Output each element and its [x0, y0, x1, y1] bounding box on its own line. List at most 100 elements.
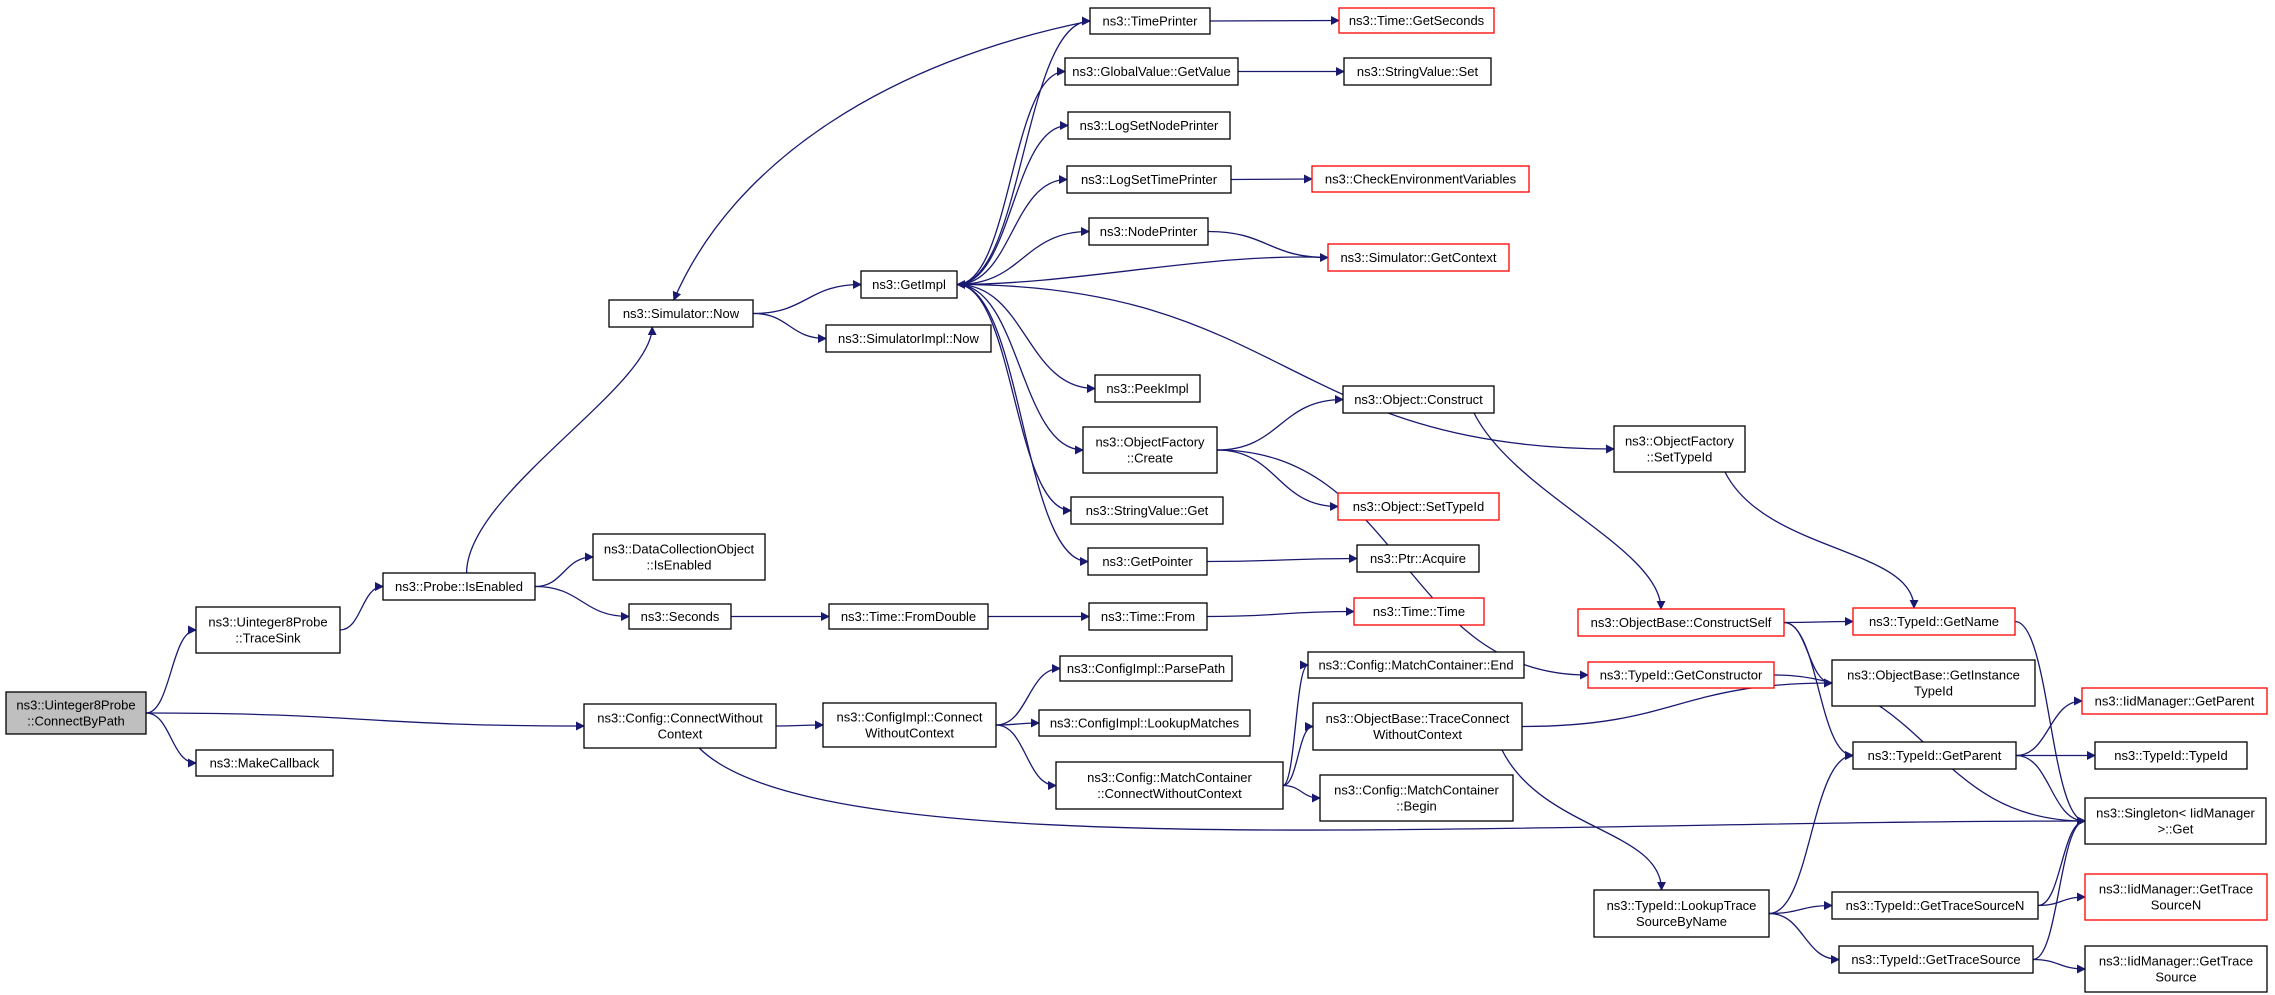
graph-node-obj-construct[interactable]: ns3::Object::Construct	[1342, 385, 1495, 414]
graph-node-node-printer[interactable]: ns3::NodePrinter	[1088, 217, 1209, 246]
node-box[interactable]	[628, 603, 732, 630]
node-box[interactable]	[1082, 426, 1218, 474]
node-box[interactable]	[195, 749, 334, 777]
graph-node-time-printer[interactable]: ns3::TimePrinter	[1089, 7, 1211, 35]
node-box[interactable]	[1089, 7, 1211, 35]
graph-node-ob-trace-connect-w-c[interactable]: ns3::ObjectBase::TraceConnectWithoutCont…	[1312, 702, 1523, 751]
graph-node-sv-set[interactable]: ns3::StringValue::Set	[1343, 57, 1492, 86]
graph-node-config-connect-w-c[interactable]: ns3::Config::ConnectWithoutContext	[583, 703, 777, 749]
node-box[interactable]	[1587, 661, 1775, 689]
node-box[interactable]	[2081, 687, 2268, 715]
graph-node-gv-get-value[interactable]: ns3::GlobalValue::GetValue	[1064, 57, 1239, 86]
node-box[interactable]	[1613, 425, 1746, 473]
graph-node-trace-sink[interactable]: ns3::Uinteger8Probe::TraceSink	[195, 606, 341, 654]
graph-node-peek-impl[interactable]: ns3::PeekImpl	[1094, 374, 1201, 403]
node-box[interactable]	[1307, 651, 1525, 679]
graph-node-ob-construct-self[interactable]: ns3::ObjectBase::ConstructSelf	[1577, 608, 1785, 637]
node-box[interactable]	[1059, 655, 1233, 682]
node-box[interactable]	[1327, 243, 1510, 272]
node-box[interactable]	[1055, 761, 1284, 810]
graph-node-make-callback[interactable]: ns3::MakeCallback	[195, 749, 334, 777]
node-box[interactable]	[1343, 57, 1492, 86]
node-box[interactable]	[1087, 547, 1208, 576]
node-box[interactable]	[828, 603, 989, 630]
graph-node-time-time[interactable]: ns3::Time::Time	[1353, 597, 1485, 626]
graph-node-time-get-seconds[interactable]: ns3::Time::GetSeconds	[1338, 7, 1495, 34]
graph-node-type-id-get-name[interactable]: ns3::TypeId::GetName	[1852, 607, 2016, 636]
node-box[interactable]	[1070, 496, 1224, 525]
graph-node-type-id-get-parent[interactable]: ns3::TypeId::GetParent	[1852, 741, 2017, 770]
node-box[interactable]	[195, 606, 341, 654]
node-box[interactable]	[860, 270, 958, 299]
node-box[interactable]	[1066, 165, 1232, 194]
node-box[interactable]	[1038, 709, 1251, 737]
graph-node-get-pointer[interactable]: ns3::GetPointer	[1087, 547, 1208, 576]
node-box[interactable]	[1831, 659, 2036, 707]
node-box[interactable]	[2084, 797, 2267, 845]
node-box[interactable]	[1337, 492, 1500, 521]
node-box[interactable]	[1852, 607, 2016, 636]
node-box[interactable]	[1067, 111, 1231, 140]
graph-node-time-from[interactable]: ns3::Time::From	[1088, 602, 1208, 631]
graph-node-ptr-acquire[interactable]: ns3::Ptr::Acquire	[1356, 544, 1480, 573]
node-box[interactable]	[2084, 945, 2268, 993]
node-box[interactable]	[822, 702, 997, 748]
node-box[interactable]	[2084, 873, 2268, 921]
graph-node-time-from-double[interactable]: ns3::Time::FromDouble	[828, 603, 989, 630]
graph-node-lookup-matches[interactable]: ns3::ConfigImpl::LookupMatches	[1038, 709, 1251, 737]
node-box[interactable]	[583, 703, 777, 749]
node-box[interactable]	[1342, 385, 1495, 414]
graph-node-log-set-time-printer[interactable]: ns3::LogSetTimePrinter	[1066, 165, 1232, 194]
graph-node-sim-get-context[interactable]: ns3::Simulator::GetContext	[1327, 243, 1510, 272]
node-box[interactable]	[608, 299, 754, 328]
graph-node-of-set-type-id[interactable]: ns3::ObjectFactory::SetTypeId	[1613, 425, 1746, 473]
graph-node-sim-impl-now[interactable]: ns3::SimulatorImpl::Now	[825, 324, 992, 353]
graph-node-get-trace-source[interactable]: ns3::TypeId::GetTraceSource	[1838, 945, 2034, 974]
graph-node-root[interactable]: ns3::Uinteger8Probe::ConnectByPath	[5, 691, 147, 735]
node-box[interactable]	[1319, 774, 1514, 822]
node-box[interactable]	[1088, 602, 1208, 631]
node-box[interactable]	[1353, 597, 1485, 626]
graph-node-of-create[interactable]: ns3::ObjectFactory::Create	[1082, 426, 1218, 474]
graph-node-seconds[interactable]: ns3::Seconds	[628, 603, 732, 630]
graph-node-type-id-get-constructor[interactable]: ns3::TypeId::GetConstructor	[1587, 661, 1775, 689]
node-box[interactable]	[382, 572, 536, 601]
node-box[interactable]	[825, 324, 992, 353]
graph-node-obj-set-type-id[interactable]: ns3::Object::SetTypeId	[1337, 492, 1500, 521]
node-box[interactable]	[1088, 217, 1209, 246]
graph-node-cfg-impl-connect[interactable]: ns3::ConfigImpl::ConnectWithoutContext	[822, 702, 997, 748]
graph-node-iid-get-trace-source-n[interactable]: ns3::IidManager::GetTraceSourceN	[2084, 873, 2268, 921]
graph-node-mc-connect-w-c[interactable]: ns3::Config::MatchContainer::ConnectWith…	[1055, 761, 1284, 810]
graph-node-mc-end[interactable]: ns3::Config::MatchContainer::End	[1307, 651, 1525, 679]
graph-node-get-trace-source-n[interactable]: ns3::TypeId::GetTraceSourceN	[1831, 891, 2039, 920]
graph-node-sv-get[interactable]: ns3::StringValue::Get	[1070, 496, 1224, 525]
node-box[interactable]	[1356, 544, 1480, 573]
node-box[interactable]	[1831, 891, 2039, 920]
node-box[interactable]	[1064, 57, 1239, 86]
node-box[interactable]	[2094, 741, 2248, 770]
graph-node-probe-is-enabled[interactable]: ns3::Probe::IsEnabled	[382, 572, 536, 601]
graph-node-check-env-vars[interactable]: ns3::CheckEnvironmentVariables	[1311, 165, 1530, 193]
node-box[interactable]	[1338, 7, 1495, 34]
graph-node-get-impl[interactable]: ns3::GetImpl	[860, 270, 958, 299]
graph-node-sim-now[interactable]: ns3::Simulator::Now	[608, 299, 754, 328]
graph-node-log-set-node-printer[interactable]: ns3::LogSetNodePrinter	[1067, 111, 1231, 140]
graph-node-iid-get-parent[interactable]: ns3::IidManager::GetParent	[2081, 687, 2268, 715]
node-box[interactable]	[1312, 702, 1523, 751]
node-box[interactable]	[1094, 374, 1201, 403]
node-box[interactable]	[5, 691, 147, 735]
graph-node-type-id-type-id[interactable]: ns3::TypeId::TypeId	[2094, 741, 2248, 770]
node-box[interactable]	[1311, 165, 1530, 193]
node-box[interactable]	[1852, 741, 2017, 770]
graph-node-singleton-get[interactable]: ns3::Singleton< IidManager>::Get	[2084, 797, 2267, 845]
graph-node-dco-is-enabled[interactable]: ns3::DataCollectionObject::IsEnabled	[592, 533, 766, 581]
graph-node-iid-get-trace-source[interactable]: ns3::IidManager::GetTraceSource	[2084, 945, 2268, 993]
node-box[interactable]	[1838, 945, 2034, 974]
node-box[interactable]	[592, 533, 766, 581]
graph-node-mc-begin[interactable]: ns3::Config::MatchContainer::Begin	[1319, 774, 1514, 822]
node-box[interactable]	[1577, 608, 1785, 637]
node-box[interactable]	[1593, 889, 1770, 938]
graph-node-parse-path[interactable]: ns3::ConfigImpl::ParsePath	[1059, 655, 1233, 682]
